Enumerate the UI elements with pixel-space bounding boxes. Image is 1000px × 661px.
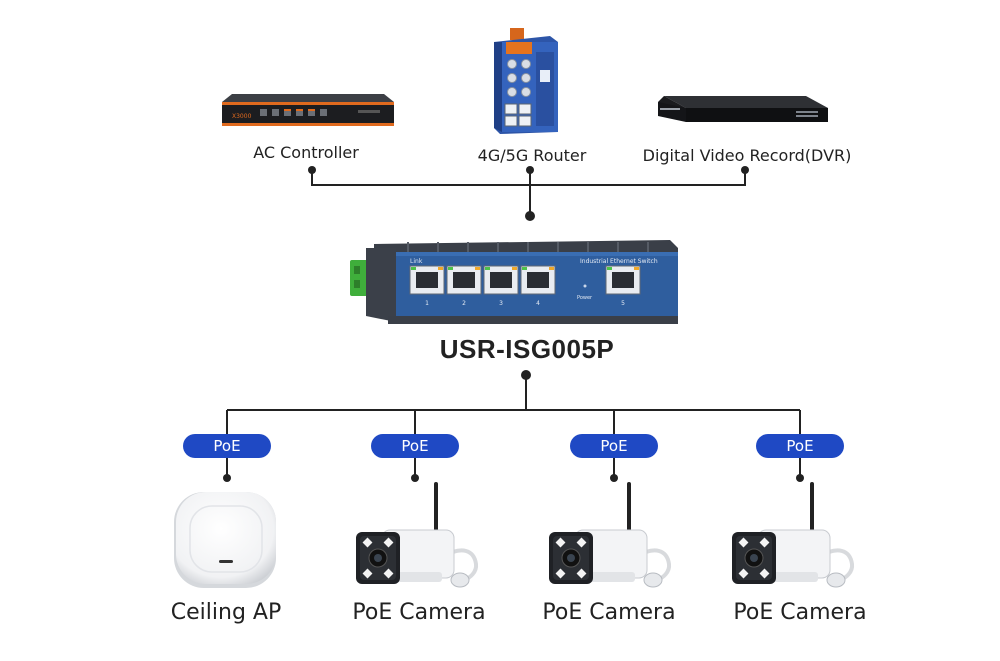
router-label: 4G/5G Router: [477, 146, 587, 165]
camera-icon: [732, 482, 855, 588]
camera-icon: [356, 482, 479, 588]
poe-badge: PoE: [756, 434, 844, 458]
switch-port-label: 5: [621, 300, 625, 307]
router-icon: [494, 28, 558, 134]
camera-icon: [549, 482, 672, 588]
ac-controller-icon: X3000: [222, 94, 394, 126]
switch-panel-title: Industrial Ethernet Switch: [580, 258, 658, 265]
poe-badge: PoE: [183, 434, 271, 458]
switch-label: USR-ISG005P: [439, 334, 615, 364]
camera-label: PoE Camera: [352, 600, 486, 625]
switch-port-label: 1: [425, 300, 429, 307]
ac-controller-label: AC Controller: [253, 143, 359, 162]
switch-port-label: 3: [499, 300, 503, 307]
switch-power-label: Power: [577, 295, 593, 301]
dvr-label: Digital Video Record(DVR): [642, 146, 852, 165]
switch-port-label: 4: [536, 300, 540, 307]
switch-icon: Link Industrial Ethernet Switch Power 1 …: [350, 240, 678, 324]
ceiling-ap-icon: [174, 492, 276, 588]
switch-link-label: Link: [410, 258, 423, 265]
ceiling-ap-label: Ceiling AP: [170, 600, 282, 625]
camera-label: PoE Camera: [542, 600, 676, 625]
switch-port-label: 2: [462, 300, 466, 307]
poe-badge: PoE: [371, 434, 459, 458]
camera-label: PoE Camera: [733, 600, 867, 625]
ac-controller-brand: X3000: [232, 113, 252, 120]
poe-badge: PoE: [570, 434, 658, 458]
dvr-icon: [658, 96, 828, 122]
